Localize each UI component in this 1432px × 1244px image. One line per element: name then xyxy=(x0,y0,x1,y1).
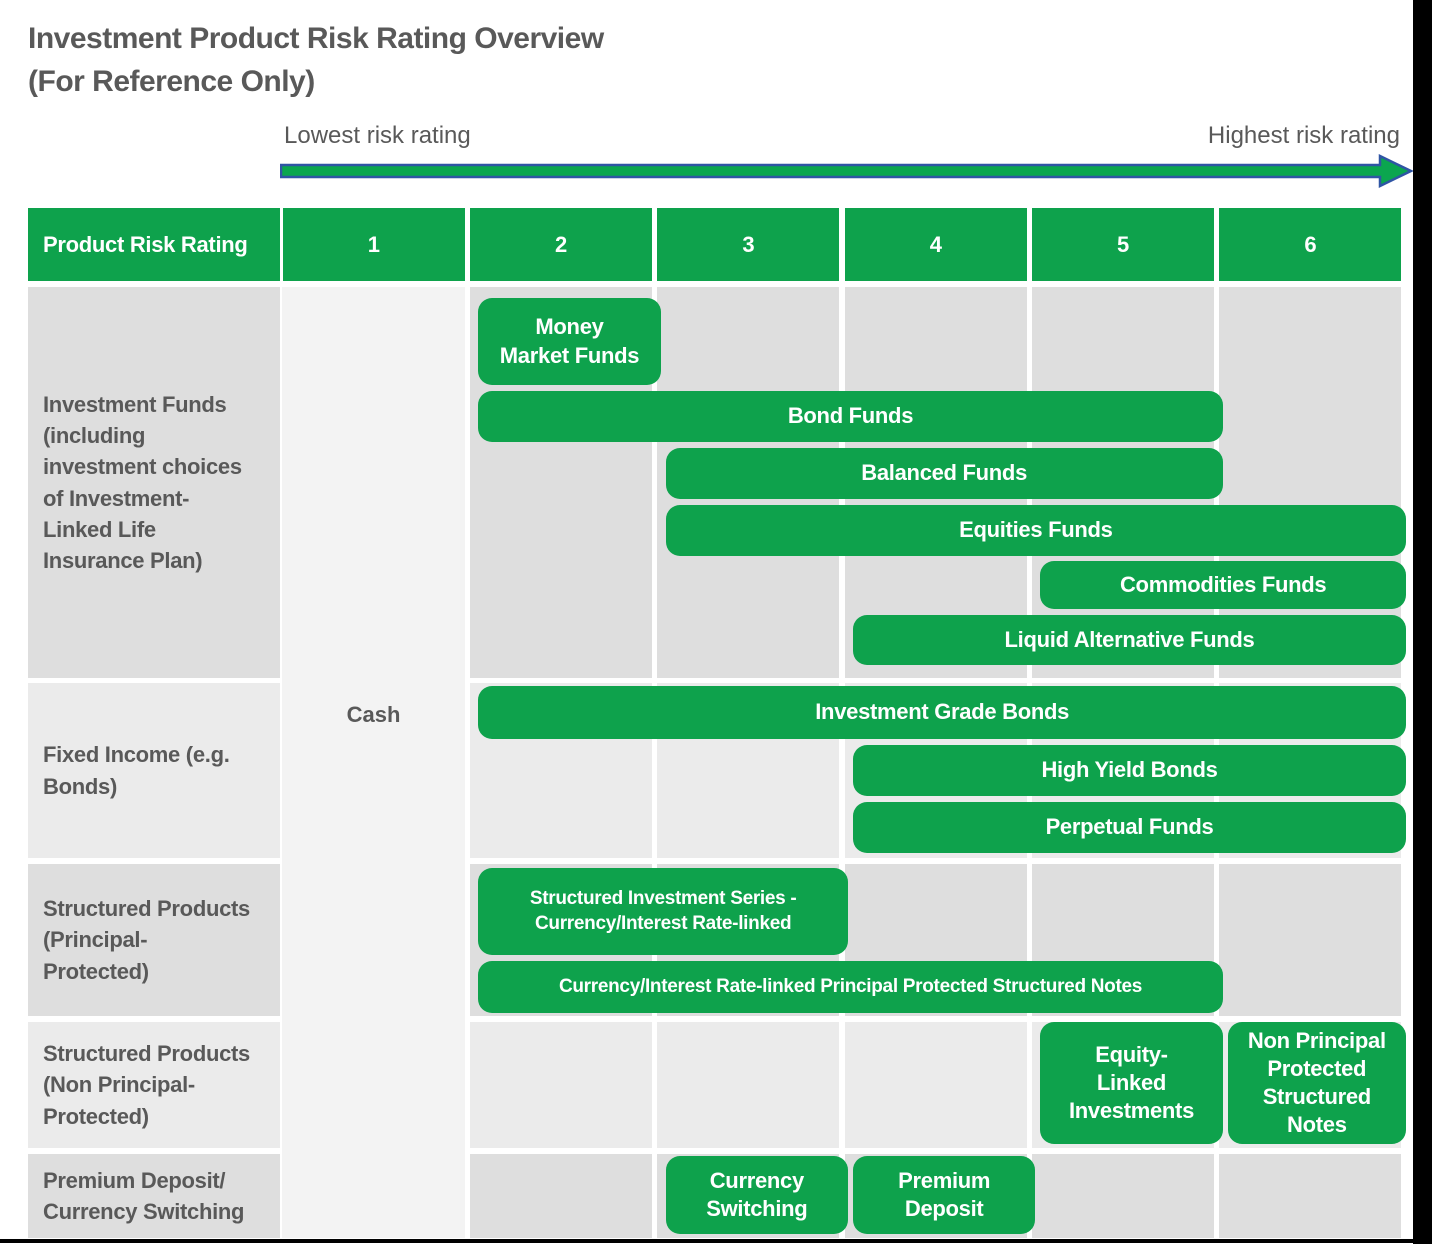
product-bar-ppnotes: Currency/Interest Rate-linked Principal … xyxy=(478,961,1223,1013)
product-bar-sis: Structured Investment Series - Currency/… xyxy=(478,868,848,955)
product-bar-hyb: High Yield Bonds xyxy=(853,745,1406,796)
header-cell-rating-2: 2 xyxy=(469,208,653,281)
axis-label-highest: Highest risk rating xyxy=(1207,122,1400,149)
category-cell-1: Fixed Income (e.g. Bonds) xyxy=(28,683,280,858)
product-bar-balanced: Balanced Funds xyxy=(665,448,1223,499)
screenshot-bottom-border xyxy=(0,1239,1432,1243)
header-cell-rating-5: 5 xyxy=(1031,208,1215,281)
grid-cell xyxy=(1219,864,1402,1016)
product-bar-igb: Investment Grade Bonds xyxy=(478,686,1406,739)
product-bar-liquidalt: Liquid Alternative Funds xyxy=(853,615,1406,665)
header-cell-product-risk-rating: Product Risk Rating xyxy=(28,208,280,281)
grid-cell xyxy=(1219,287,1402,678)
category-cell-0: Investment Funds (including investment c… xyxy=(28,287,280,678)
header-cell-rating-6: 6 xyxy=(1219,208,1402,281)
product-bar-cs: Currency Switching xyxy=(665,1156,848,1234)
grid-cell xyxy=(469,1022,653,1148)
grid-cell xyxy=(1031,1154,1215,1238)
category-cell-3: Structured Products (Non Principal- Prot… xyxy=(28,1022,280,1148)
category-cell-2: Structured Products (Principal- Protecte… xyxy=(28,864,280,1016)
grid-cell xyxy=(844,1022,1027,1148)
product-bar-commodities: Commodities Funds xyxy=(1040,561,1406,609)
header-cell-rating-1: 1 xyxy=(282,208,465,281)
cash-cell: Cash xyxy=(282,287,465,1238)
header-cell-rating-4: 4 xyxy=(844,208,1027,281)
grid-cell xyxy=(657,1022,840,1148)
product-bar-nppsn: Non Principal Protected Structured Notes xyxy=(1227,1022,1406,1144)
product-bar-equities: Equities Funds xyxy=(665,505,1406,556)
grid-cell xyxy=(469,1154,653,1238)
product-bar-pd: Premium Deposit xyxy=(853,1156,1036,1234)
risk-direction-arrow-icon xyxy=(280,154,1414,188)
axis-label-lowest: Lowest risk rating xyxy=(284,122,471,149)
header-cell-rating-3: 3 xyxy=(657,208,840,281)
category-cell-4: Premium Deposit/ Currency Switching xyxy=(28,1154,280,1238)
product-bar-bond: Bond Funds xyxy=(478,391,1223,442)
grid-cell xyxy=(1219,1154,1402,1238)
screenshot-right-border xyxy=(1413,0,1432,1244)
product-bar-eli: Equity- Linked Investments xyxy=(1040,1022,1223,1144)
product-bar-mmf: Money Market Funds xyxy=(478,298,661,385)
page-title: Investment Product Risk Rating Overview … xyxy=(28,22,604,98)
cash-label: Cash xyxy=(346,702,401,727)
product-bar-perpetual: Perpetual Funds xyxy=(853,802,1406,853)
